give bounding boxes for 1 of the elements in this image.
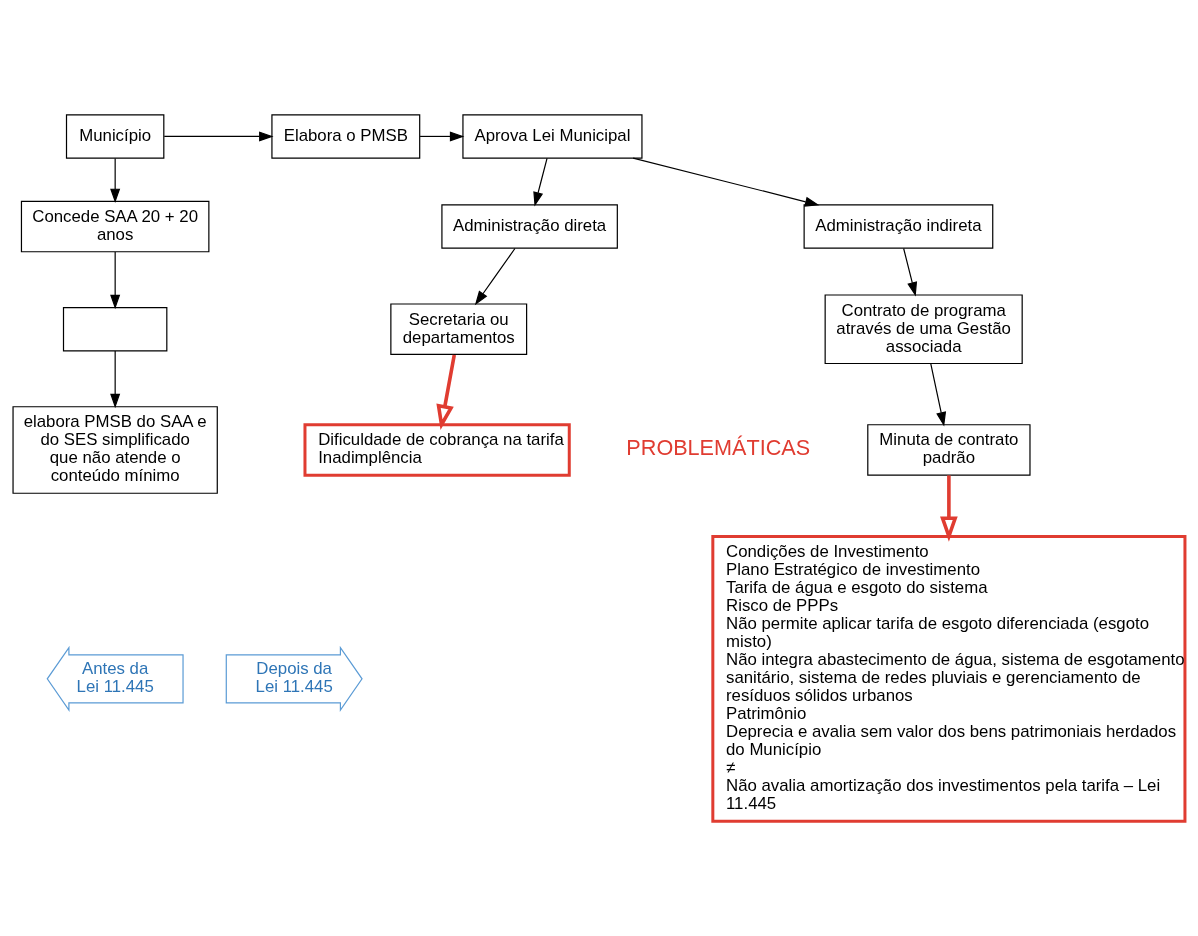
label: PROBLEMÁTICAS bbox=[626, 435, 811, 461]
